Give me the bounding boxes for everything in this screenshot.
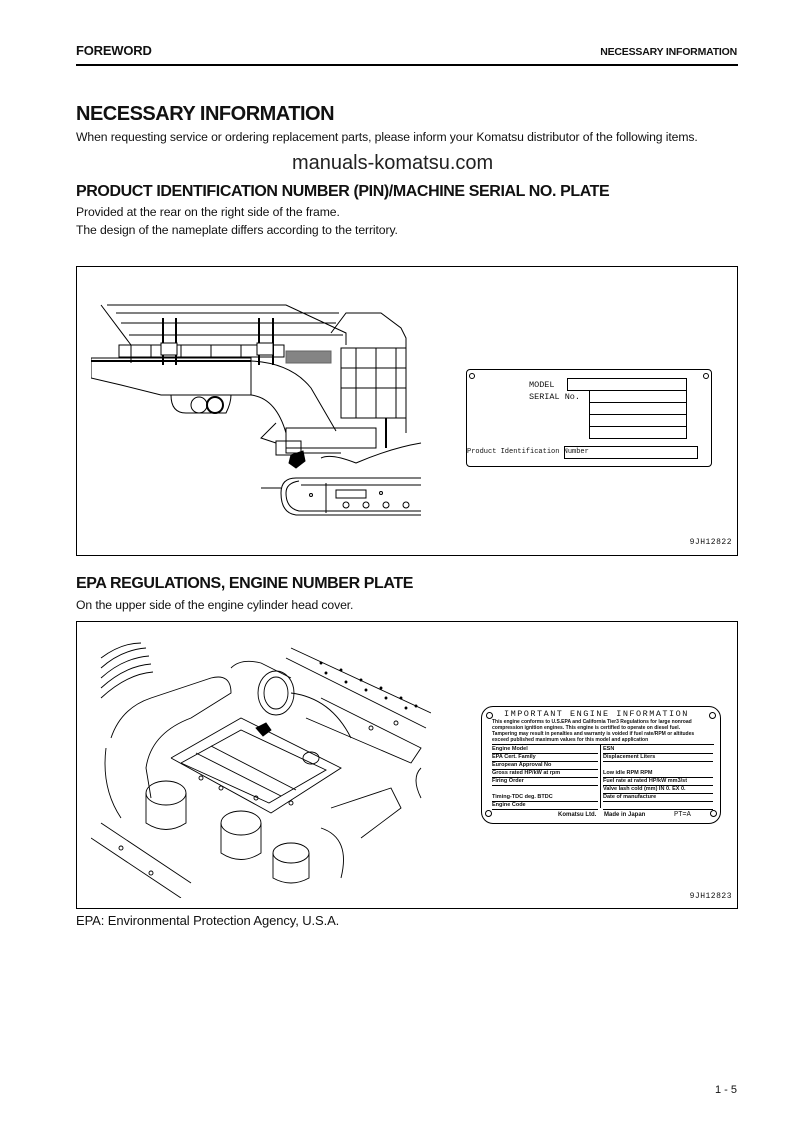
rivet-hole-icon <box>469 373 475 379</box>
plate-cell: European Approval No <box>492 761 598 770</box>
page-number: 1 - 5 <box>714 1084 737 1096</box>
plate-cell: Timing-TDC deg. BTDC <box>492 793 598 802</box>
rivet-hole-icon <box>709 712 716 719</box>
pin-serial-nameplate: MODEL SERIAL No. Product Identification … <box>466 369 712 467</box>
plate-maker: Komatsu Ltd. <box>558 812 597 818</box>
plate-cell: Valve lash cold (mm) IN 0. EX 0. <box>603 785 713 794</box>
figure-pin-plate: MODEL SERIAL No. Product Identification … <box>76 266 738 556</box>
page-title: NECESSARY INFORMATION <box>76 103 335 125</box>
plate-cell: Low idle RPM RPM <box>603 769 713 778</box>
watermark: manuals-komatsu.com <box>292 152 494 174</box>
plate-cell: Fuel rate at rated HP/kW mm3/st <box>603 777 713 786</box>
figure-engine-plate: IMPORTANT ENGINE INFORMATION This engine… <box>76 621 738 909</box>
model-label: MODEL <box>529 380 555 390</box>
plate-cell: EPA Cert. Family <box>492 753 598 762</box>
plate-title: IMPORTANT ENGINE INFORMATION <box>504 709 689 719</box>
running-header-chapter: FOREWORD <box>76 43 152 58</box>
plate-table-divider <box>600 744 601 808</box>
plate-cell <box>492 785 598 793</box>
rivet-hole-icon <box>703 373 709 379</box>
plate-table-top <box>492 744 714 745</box>
running-header-section: NECESSARY INFORMATION <box>600 46 737 58</box>
rivet-hole-icon <box>485 810 492 817</box>
figure-code: 9JH12823 <box>689 892 732 901</box>
footnote: EPA: Environmental Protection Agency, U.… <box>76 913 340 928</box>
plate-cell <box>603 801 713 810</box>
section-text: Provided at the rear on the right side o… <box>76 205 340 219</box>
header-divider <box>76 64 738 66</box>
section-text: The design of the nameplate differs acco… <box>76 223 398 237</box>
plate-cell: Engine Code <box>492 801 598 810</box>
plate-cell: Engine Model <box>492 745 598 754</box>
plate-cell <box>603 761 713 769</box>
engine-information-plate: IMPORTANT ENGINE INFORMATION This engine… <box>481 706 721 824</box>
engine-top-illustration <box>91 642 431 898</box>
machine-rear-illustration <box>91 304 422 516</box>
section-text: On the upper side of the engine cylinder… <box>76 598 354 612</box>
plate-cell: ESN <box>603 745 713 754</box>
plate-cell: Displacement Liters <box>603 753 713 762</box>
serial-field-4 <box>589 426 687 439</box>
plate-cell: Gross rated HP/kW at rpm <box>492 769 598 778</box>
rivet-hole-icon <box>486 712 493 719</box>
pin-label: Product Identification Number <box>467 448 589 456</box>
section-heading-pin-plate: PRODUCT IDENTIFICATION NUMBER (PIN)/MACH… <box>76 183 610 200</box>
section-heading-epa-plate: EPA REGULATIONS, ENGINE NUMBER PLATE <box>76 575 414 592</box>
rivet-hole-icon <box>710 810 717 817</box>
intro-paragraph: When requesting service or ordering repl… <box>76 130 698 144</box>
plate-statement: This engine conforms to U.S.EPA and Cali… <box>492 719 695 743</box>
plate-origin: Made in Japan <box>604 812 646 818</box>
plate-cell: Date of manufacture <box>603 793 713 802</box>
serial-label: SERIAL No. <box>529 392 581 402</box>
plate-pt-code: PT=A <box>674 811 691 819</box>
pin-field <box>564 446 698 459</box>
plate-cell: Firing Order <box>492 777 598 786</box>
figure-code: 9JH12822 <box>689 538 732 547</box>
